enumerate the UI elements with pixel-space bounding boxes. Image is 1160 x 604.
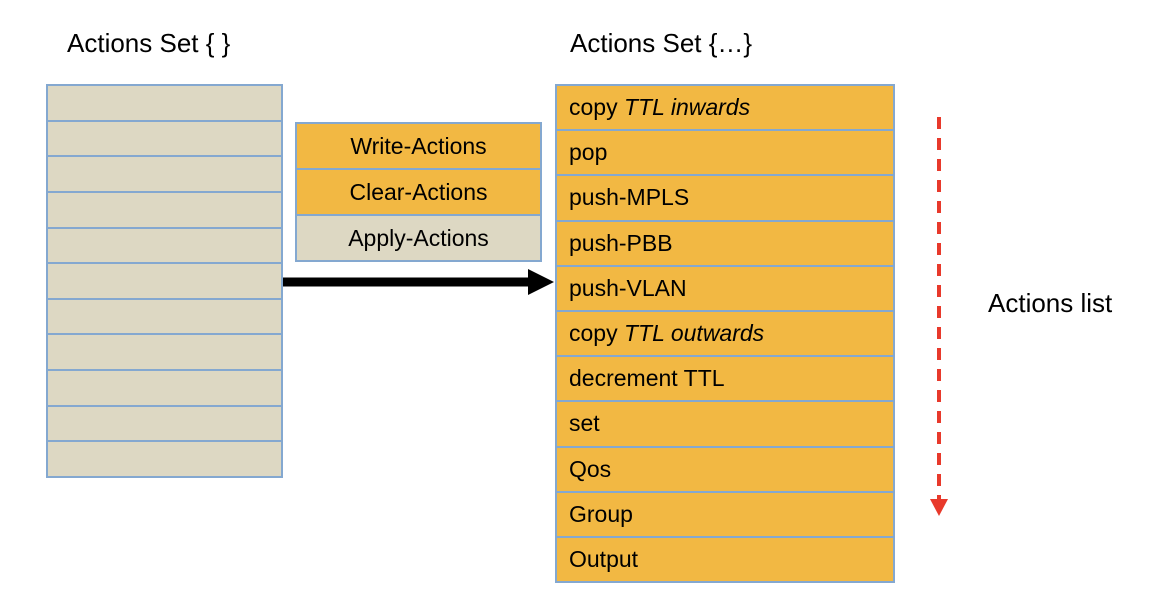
action-label: Output: [569, 545, 639, 572]
action-row-group: Group: [557, 492, 893, 538]
action-row-decrement-ttl: decrement TTL: [557, 357, 893, 403]
action-label: push-VLAN: [569, 274, 687, 301]
action-row-push-mpls: push-MPLS: [557, 176, 893, 222]
empty-row: [48, 228, 281, 265]
action-label: copy TTL outwards: [569, 320, 765, 347]
action-label: decrement TTL: [569, 365, 725, 392]
actions-list-label: Actions list: [988, 288, 1113, 318]
action-row-copy-ttl-inwards: copy TTL inwards: [557, 86, 893, 132]
empty-row: [48, 371, 281, 407]
action-label: push-PBB: [569, 229, 673, 256]
action-label: set: [569, 410, 600, 437]
action-row-qos: Qos: [557, 447, 893, 493]
instruction-label: Clear-Actions: [349, 178, 488, 205]
right-table-title: Actions Set {…}: [570, 28, 753, 58]
left-table-title: Actions Set { }: [67, 28, 231, 58]
action-row-pop: pop: [557, 131, 893, 177]
empty-row: [48, 264, 281, 300]
action-row-push-pbb: push-PBB: [557, 221, 893, 267]
action-label: push-MPLS: [569, 184, 690, 211]
action-row-push-vlan: push-VLAN: [557, 266, 893, 312]
action-label: Group: [569, 500, 633, 527]
empty-row: [48, 157, 281, 193]
instructions-table: Write-Actions Clear-Actions Apply-Action…: [295, 122, 542, 262]
action-label: Qos: [569, 455, 612, 482]
transfer-arrow: [283, 269, 554, 295]
empty-row: [48, 406, 281, 443]
empty-row: [48, 192, 281, 229]
instruction-apply-actions: Apply-Actions: [297, 216, 540, 260]
empty-row: [48, 299, 281, 336]
instruction-clear-actions: Clear-Actions: [297, 170, 540, 216]
action-label: copy TTL inwards: [569, 94, 751, 121]
action-row-set: set: [557, 402, 893, 448]
action-row-output: Output: [557, 537, 893, 582]
instruction-write-actions: Write-Actions: [297, 124, 540, 170]
instruction-label: Write-Actions: [350, 132, 487, 159]
action-row-copy-ttl-outwards: copy TTL outwards: [557, 311, 893, 358]
empty-row: [48, 121, 281, 158]
actions-order-arrow: [930, 117, 948, 516]
empty-row: [48, 335, 281, 372]
actions-set-table: copy TTL inwards pop push-MPLS push-PBB …: [555, 84, 895, 583]
empty-actions-set-table: [46, 84, 283, 478]
empty-row: [48, 442, 281, 477]
empty-row: [48, 86, 281, 122]
instruction-label: Apply-Actions: [348, 224, 489, 251]
action-label: pop: [569, 139, 608, 166]
